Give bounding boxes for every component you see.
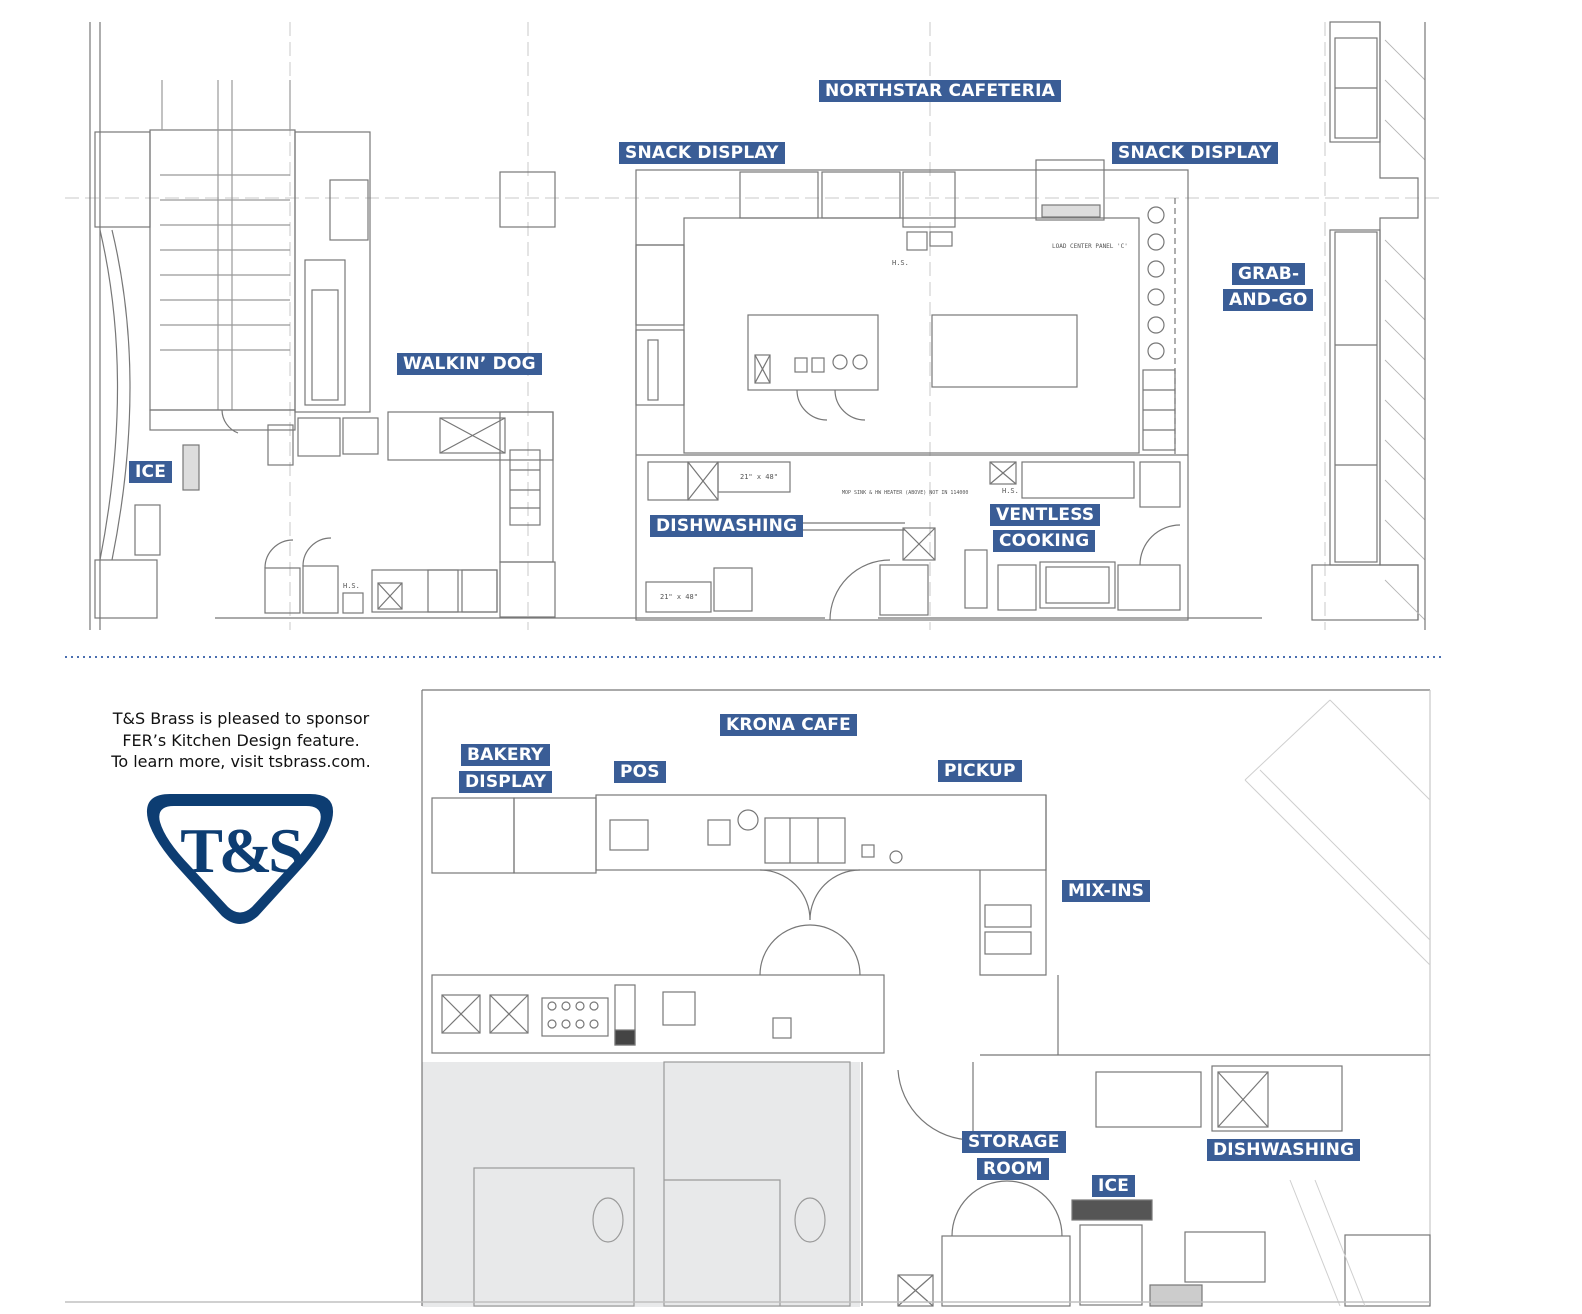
label-ice-top: ICE [129, 461, 173, 483]
dimension-note: 21" x 48" [660, 593, 698, 601]
dimension-note: 21" x 48" [740, 473, 778, 481]
sponsor-note: T&S Brass is pleased to sponsor FER’s Ki… [96, 708, 386, 773]
hs-note: H.S. [1002, 487, 1019, 495]
label-walkin-dog: WALKIN’ DOG [397, 353, 542, 375]
label-dishwashing-bottom: DISHWASHING [1207, 1139, 1361, 1161]
mop-sink-note: MOP SINK & HW HEATER (ABOVE) NOT IN 1140… [842, 490, 968, 496]
label-krona-cafe: KRONA CAFE [720, 714, 857, 736]
label-grab-and-go-line2: AND-GO [1223, 289, 1314, 311]
label-ice-bottom: ICE [1092, 1175, 1136, 1197]
label-grab-and-go-line1: GRAB- [1232, 263, 1306, 285]
label-dishwashing-top: DISHWASHING [650, 515, 804, 537]
label-northstar-cafeteria: NORTHSTAR CAFETERIA [819, 80, 1061, 102]
sponsor-line: To learn more, visit tsbrass.com. [111, 752, 371, 771]
label-bakery-display-line1: BAKERY [461, 744, 550, 766]
label-storage-room-line2: ROOM [977, 1158, 1049, 1180]
label-mix-ins: MIX-INS [1062, 880, 1151, 902]
label-bakery-display-line2: DISPLAY [459, 771, 553, 793]
label-ventless-line2: COOKING [993, 530, 1096, 552]
label-pickup: PICKUP [938, 760, 1022, 782]
load-center-note: LOAD CENTER PANEL 'C' [1052, 243, 1128, 250]
label-storage-room-line1: STORAGE [962, 1131, 1066, 1153]
sponsor-line: T&S Brass is pleased to sponsor [112, 709, 370, 728]
label-snack-display-right: SNACK DISPLAY [1112, 142, 1278, 164]
label-ventless-line1: VENTLESS [990, 504, 1101, 526]
svg-text:T&S: T&S [180, 815, 301, 886]
label-snack-display-left: SNACK DISPLAY [619, 142, 785, 164]
ts-brass-logo: T&S [146, 794, 334, 924]
label-pos: POS [614, 761, 666, 783]
hs-note: H.S. [892, 259, 909, 267]
sponsor-line: FER’s Kitchen Design feature. [122, 730, 360, 750]
hs-note: H.S. [343, 582, 360, 590]
